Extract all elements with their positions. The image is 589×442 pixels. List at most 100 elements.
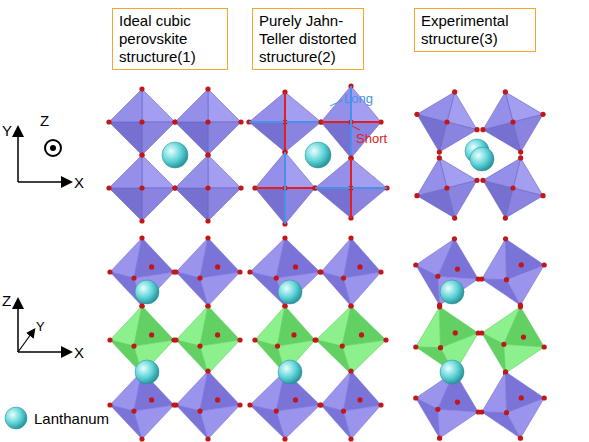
octahedron-face <box>285 92 321 122</box>
octahedron-face <box>315 188 351 218</box>
octahedron-face <box>416 265 440 305</box>
octahedron-face <box>200 306 240 346</box>
legend-swatch <box>5 407 27 429</box>
oxygen-atom <box>205 218 210 223</box>
octahedron-face <box>255 188 285 224</box>
octahedron-face <box>483 92 513 130</box>
oxygen-atom <box>252 337 257 342</box>
oxygen-atom <box>521 335 526 340</box>
oxygen-atom <box>348 303 353 308</box>
oxygen-atom <box>348 303 353 308</box>
oxygen-atom <box>501 342 506 347</box>
octahedron-face <box>507 265 545 305</box>
oxygen-atom <box>139 235 144 240</box>
oxygen-atom <box>313 337 318 342</box>
bond-label: Long <box>344 90 373 107</box>
axis-out-of-page <box>50 145 56 151</box>
lanthanum-atom <box>305 142 331 168</box>
oxygen-atom <box>205 152 210 157</box>
oxygen-atom <box>341 409 346 414</box>
oxygen-atom <box>107 269 112 274</box>
oxygen-atom <box>172 185 177 190</box>
oxygen-atom <box>542 395 547 400</box>
oxygen-atom <box>503 236 508 241</box>
oxygen-atom <box>542 262 547 267</box>
octahedron-face <box>438 409 478 438</box>
oxygen-atom <box>238 185 243 190</box>
oxygen-atom <box>282 436 287 441</box>
octahedron-face <box>109 89 142 122</box>
octahedron-face <box>175 89 208 122</box>
octahedron-face <box>134 405 174 439</box>
oxygen-atom <box>318 402 323 407</box>
octahedron-face <box>208 188 241 221</box>
octahedron-face <box>504 344 544 373</box>
octahedron-face <box>276 405 320 439</box>
axis-label: X <box>74 174 84 191</box>
octahedron-face <box>351 158 387 188</box>
leader-line <box>330 100 343 106</box>
oxygen-atom <box>173 269 178 274</box>
octahedron-face <box>507 398 545 438</box>
axis-label: Z <box>40 112 49 129</box>
lanthanum-atom <box>162 142 188 168</box>
oxygen-atom <box>139 218 144 223</box>
oxygen-atom <box>131 276 136 281</box>
oxygen-atom <box>139 303 144 308</box>
bond-line <box>284 92 286 152</box>
octahedron-face <box>142 188 175 221</box>
oxygen-atom <box>540 112 545 117</box>
oxygen-atom <box>149 264 154 269</box>
axis-label: Z <box>2 292 11 309</box>
oxygen-atom <box>437 436 442 441</box>
octahedron-face <box>344 371 382 411</box>
octahedron-face <box>200 371 240 411</box>
oxygen-atom <box>504 277 509 282</box>
title-text: Ideal cubic perovskite structure(1) <box>119 12 221 66</box>
oxygen-atom <box>340 344 345 349</box>
oxygen-atom <box>274 409 279 414</box>
oxygen-atom <box>348 436 353 441</box>
oxygen-atom <box>455 267 460 272</box>
oxygen-atom <box>540 193 545 198</box>
oxygen-atom <box>317 402 322 407</box>
octahedron-face <box>416 307 441 348</box>
oxygen-atom <box>205 303 210 308</box>
oxygen-atom <box>317 269 322 274</box>
octahedron-face <box>134 306 174 346</box>
lanthanum-atom <box>135 360 159 384</box>
oxygen-atom <box>341 276 346 281</box>
octahedron-face <box>482 372 507 413</box>
title-box: Ideal cubic perovskite structure(1) <box>112 8 228 70</box>
octahedron-face <box>482 333 506 373</box>
oxygen-atom <box>139 436 144 441</box>
oxygen-atom <box>503 215 508 220</box>
oxygen-atom <box>275 344 280 349</box>
oxygen-atom <box>474 127 479 132</box>
axis-arrow <box>17 128 19 182</box>
oxygen-atom <box>348 368 353 373</box>
oxygen-atom <box>510 119 515 124</box>
octahedron-face <box>134 272 174 306</box>
oxygen-atom <box>480 178 485 183</box>
oxygen-atom <box>452 236 457 241</box>
oxygen-atom <box>452 89 457 94</box>
octahedron-face <box>285 188 315 224</box>
oxygen-atom <box>215 264 220 269</box>
oxygen-atom <box>197 409 202 414</box>
octahedron-face <box>208 155 241 188</box>
axis-arrow <box>18 181 70 183</box>
octahedron-face <box>416 398 440 438</box>
oxygen-atom <box>282 303 287 308</box>
octahedron-face <box>344 238 382 278</box>
oxygen-atom <box>518 155 523 160</box>
oxygen-atom <box>172 119 177 124</box>
oxygen-atom <box>452 215 457 220</box>
octahedron-face <box>109 188 142 221</box>
octahedron-face <box>276 238 320 278</box>
oxygen-atom <box>437 149 442 154</box>
oxygen-atom <box>149 332 154 337</box>
oxygen-atom <box>205 152 210 157</box>
octahedron-face <box>504 307 544 347</box>
oxygen-atom <box>437 304 442 309</box>
